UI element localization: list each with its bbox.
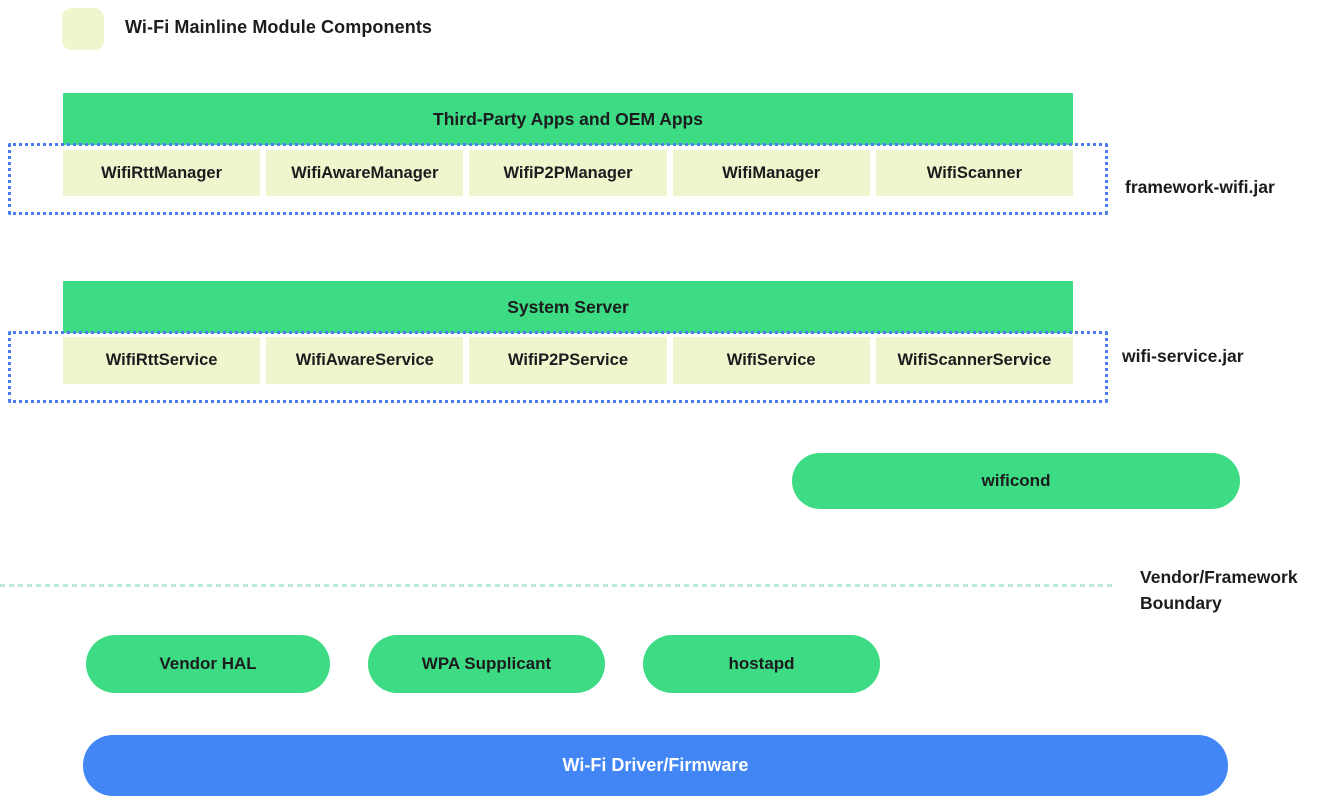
legend-label: Wi-Fi Mainline Module Components: [125, 17, 433, 37]
vendor-pill: hostapd: [643, 635, 880, 693]
framework-wifi-jar-label: framework-wifi.jar: [1125, 177, 1275, 197]
legend-mainline-swatch: [62, 8, 104, 50]
module-box: WifiAwareService: [266, 337, 464, 384]
module-box: WifiP2PService: [469, 337, 667, 384]
module-box: WifiManager: [672, 150, 870, 196]
vendor-pill: WPA Supplicant: [368, 635, 605, 693]
module-box: WifiScanner: [875, 150, 1074, 196]
wifi-driver-firmware-bar: Wi-Fi Driver/Firmware: [83, 735, 1228, 796]
vendor-framework-boundary-line: [0, 584, 1115, 587]
vendor-components-row: Vendor HAL WPA Supplicant hostapd: [86, 635, 880, 693]
module-box: WifiService: [672, 337, 870, 384]
module-box: WifiScannerService: [875, 337, 1074, 384]
third-party-apps-header: Third-Party Apps and OEM Apps: [63, 93, 1073, 145]
system-server-header: System Server: [63, 281, 1073, 333]
wificond-pill: wificond: [792, 453, 1240, 509]
module-box: WifiRttManager: [63, 150, 261, 196]
vendor-pill: Vendor HAL: [86, 635, 330, 693]
module-box: WifiAwareManager: [266, 150, 464, 196]
wifi-service-jar-label: wifi-service.jar: [1122, 346, 1244, 366]
vendor-framework-boundary-label: Vendor/Framework Boundary: [1140, 567, 1298, 613]
module-box: WifiRttService: [63, 337, 261, 384]
module-box: WifiP2PManager: [469, 150, 667, 196]
